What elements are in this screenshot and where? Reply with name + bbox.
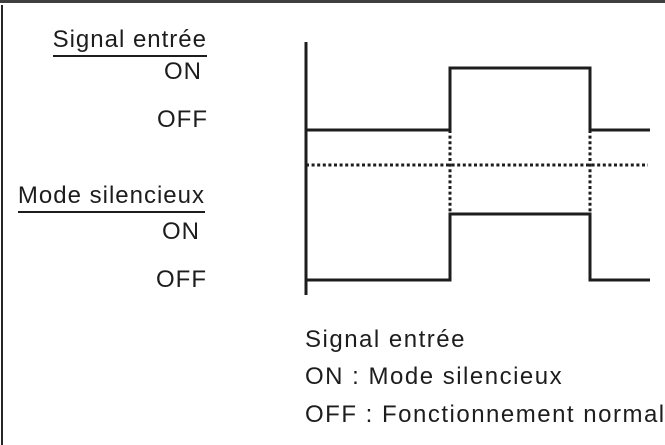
waveform-signal-entree [306,66,650,132]
mode-silencieux-heading: Mode silencieux [17,183,205,213]
waveform-mode-silencieux [306,212,650,282]
mode-silencieux-on-label: ON [162,218,200,245]
page-left-border [1,5,3,445]
caption-on-meaning: ON : Mode silencieux [305,363,564,390]
signal-entree-off-label: OFF [157,106,208,133]
mode-silencieux-off-label: OFF [156,266,207,293]
page-top-border [0,0,665,3]
signal-entree-heading: Signal entrée [52,27,207,57]
caption-signal-entree: Signal entrée [305,326,466,353]
signal-entree-on-label: ON [164,58,202,85]
caption-off-meaning: OFF : Fonctionnement normal [305,401,665,428]
